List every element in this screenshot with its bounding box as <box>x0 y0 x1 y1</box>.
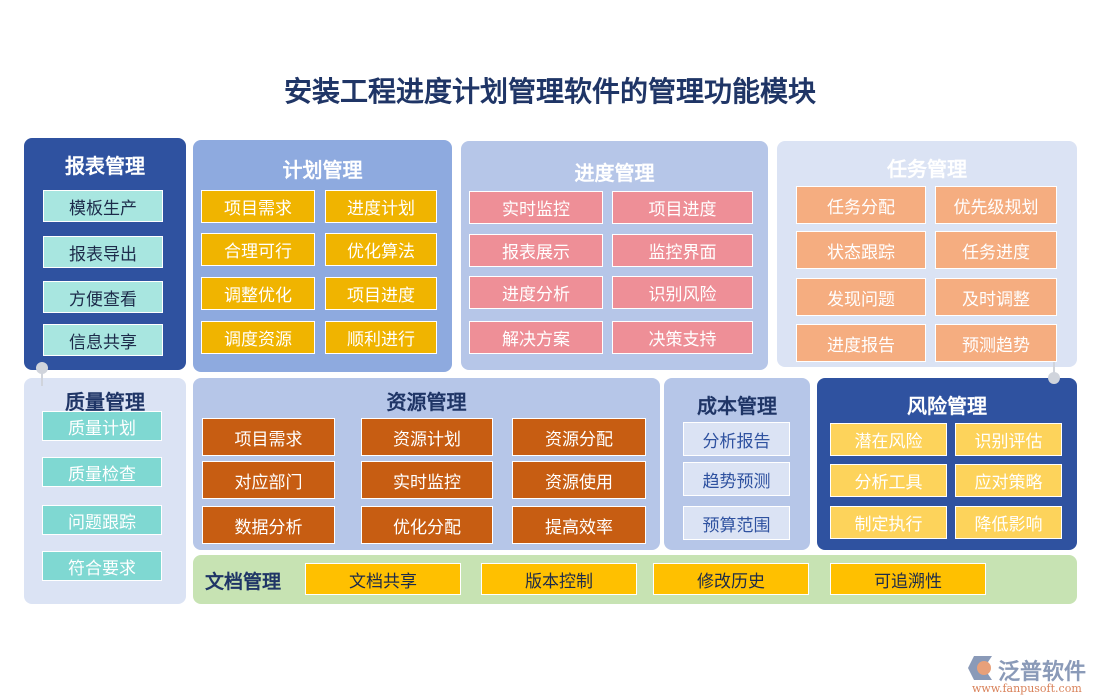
plan-item: 调整优化 <box>201 277 315 310</box>
report-item: 信息共享 <box>43 324 163 356</box>
cost-item: 趋势预测 <box>683 462 790 496</box>
cost-item: 分析报告 <box>683 422 790 456</box>
cost-module-title: 成本管理 <box>697 394 777 418</box>
plan-item: 合理可行 <box>201 233 315 266</box>
risk-item: 降低影响 <box>955 506 1062 539</box>
resource-item: 优化分配 <box>361 506 493 544</box>
task-item: 进度报告 <box>796 324 926 362</box>
risk-item: 制定执行 <box>830 506 947 539</box>
resource-item: 资源分配 <box>512 418 646 456</box>
quality-module-title: 质量管理 <box>65 390 145 414</box>
cost-item: 预算范围 <box>683 506 790 540</box>
logo-url: www.fanpusoft.com <box>972 682 1082 695</box>
progress-item: 决策支持 <box>612 321 753 354</box>
quality-item: 质量计划 <box>42 411 162 441</box>
doc-item: 文档共享 <box>305 563 461 595</box>
logo-text: 泛普软件 <box>998 660 1087 685</box>
risk-item: 分析工具 <box>830 464 947 497</box>
risk-item: 识别评估 <box>955 423 1062 456</box>
connector-line <box>1053 362 1055 374</box>
connector-dot <box>36 362 48 374</box>
quality-item: 质量检查 <box>42 457 162 487</box>
doc-item: 可追溯性 <box>830 563 986 595</box>
progress-item: 报表展示 <box>469 234 603 267</box>
resource-item: 实时监控 <box>361 461 493 499</box>
logo-icon <box>968 656 992 680</box>
progress-item: 解决方案 <box>469 321 603 354</box>
progress-item: 识别风险 <box>612 276 753 309</box>
report-item: 报表导出 <box>43 236 163 268</box>
plan-item: 进度计划 <box>325 190 437 223</box>
report-item: 方便查看 <box>43 281 163 313</box>
risk-item: 潜在风险 <box>830 423 947 456</box>
resource-item: 资源计划 <box>361 418 493 456</box>
risk-item: 应对策略 <box>955 464 1062 497</box>
report-module-title: 报表管理 <box>65 154 145 178</box>
quality-item: 符合要求 <box>42 551 162 581</box>
task-item: 发现问题 <box>796 278 926 316</box>
risk-module-title: 风险管理 <box>907 394 987 418</box>
resource-module-title: 资源管理 <box>386 390 467 414</box>
progress-item: 进度分析 <box>469 276 603 309</box>
progress-item: 监控界面 <box>612 234 753 267</box>
doc-item: 修改历史 <box>653 563 809 595</box>
task-item: 任务进度 <box>935 231 1057 269</box>
task-item: 预测趋势 <box>935 324 1057 362</box>
plan-item: 调度资源 <box>201 321 315 354</box>
connector-line <box>41 372 43 386</box>
resource-item: 资源使用 <box>512 461 646 499</box>
task-item: 状态跟踪 <box>796 231 926 269</box>
resource-item: 对应部门 <box>202 461 335 499</box>
plan-module-title: 计划管理 <box>282 158 363 182</box>
task-item: 优先级规划 <box>935 186 1057 224</box>
logo: 泛普软件 www.fanpusoft.com <box>968 652 1093 696</box>
resource-item: 项目需求 <box>202 418 335 456</box>
plan-item: 优化算法 <box>325 233 437 266</box>
progress-item: 实时监控 <box>469 191 603 224</box>
resource-item: 提高效率 <box>512 506 646 544</box>
resource-item: 数据分析 <box>202 506 335 544</box>
report-item: 模板生产 <box>43 190 163 222</box>
progress-item: 项目进度 <box>612 191 753 224</box>
connector-dot <box>1048 372 1060 384</box>
page-title: 安装工程进度计划管理软件的管理功能模块 <box>283 75 816 108</box>
task-item: 任务分配 <box>796 186 926 224</box>
plan-item: 项目进度 <box>325 277 437 310</box>
progress-module-title: 进度管理 <box>574 161 655 185</box>
plan-item: 项目需求 <box>201 190 315 223</box>
task-module-title: 任务管理 <box>887 157 967 181</box>
quality-item: 问题跟踪 <box>42 505 162 535</box>
doc-module-title: 文档管理 <box>205 571 282 593</box>
task-item: 及时调整 <box>935 278 1057 316</box>
doc-item: 版本控制 <box>481 563 637 595</box>
plan-item: 顺利进行 <box>325 321 437 354</box>
